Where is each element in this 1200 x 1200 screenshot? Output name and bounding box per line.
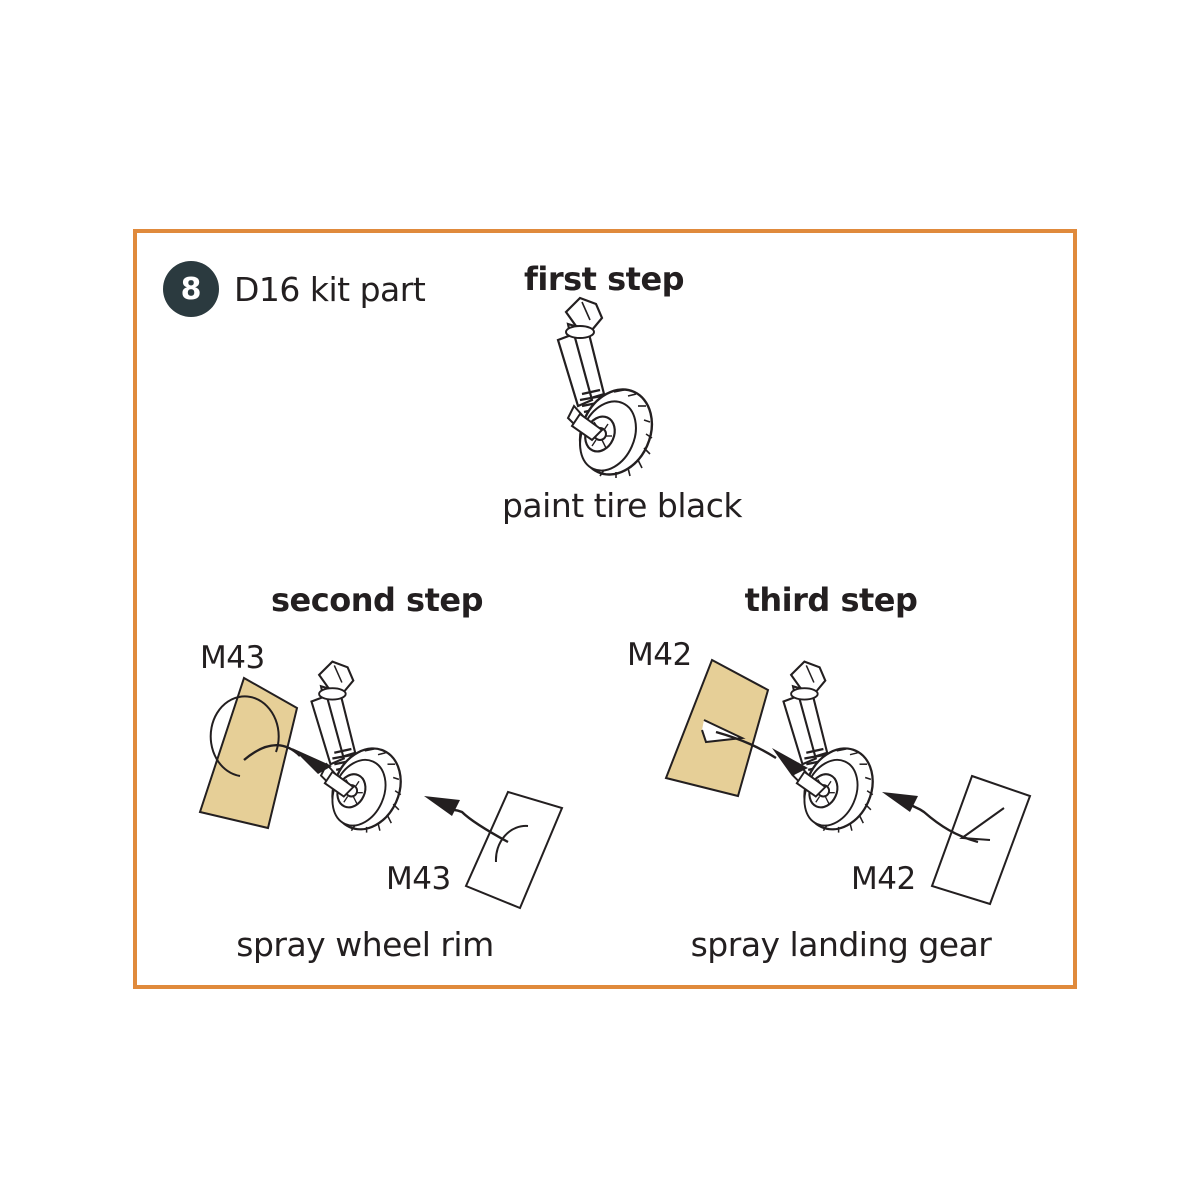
step-number: 8	[180, 271, 202, 307]
arrow-head-m43-top	[292, 748, 332, 774]
third-step-caption: spray landing gear	[690, 925, 992, 964]
third-step-title: third step	[744, 581, 918, 619]
arrow-head-m42-bottom	[882, 792, 918, 812]
mask-m42-top-shape	[664, 658, 770, 798]
arrow-head-m42-top	[772, 748, 808, 776]
mask-label-m42-bottom: M42	[851, 861, 916, 897]
kit-part-label: D16 kit part	[234, 270, 426, 309]
mask-m43-bottom-shape	[464, 790, 564, 910]
landing-gear-third-step	[782, 660, 887, 842]
landing-gear-first-step	[556, 296, 667, 488]
first-step-title: first step	[523, 260, 685, 298]
arrow-head-m43-bottom	[424, 796, 460, 816]
mask-label-m43-top: M43	[200, 640, 265, 676]
mask-label-m43-bottom: M43	[386, 861, 451, 897]
mask-m43-top-shape	[198, 676, 299, 830]
first-step-caption: paint tire black	[501, 486, 743, 525]
step-number-badge: 8	[163, 261, 219, 317]
arrow-line-m42-top	[715, 730, 777, 760]
landing-gear-second-step	[310, 660, 415, 842]
mask-label-m42-top: M42	[627, 637, 692, 673]
second-step-title: second step	[271, 581, 483, 619]
arrow-line-m43-top	[243, 744, 301, 761]
mask-m42-bottom-shape	[930, 774, 1032, 906]
instruction-frame	[133, 229, 1077, 989]
second-step-caption: spray wheel rim	[236, 925, 494, 964]
